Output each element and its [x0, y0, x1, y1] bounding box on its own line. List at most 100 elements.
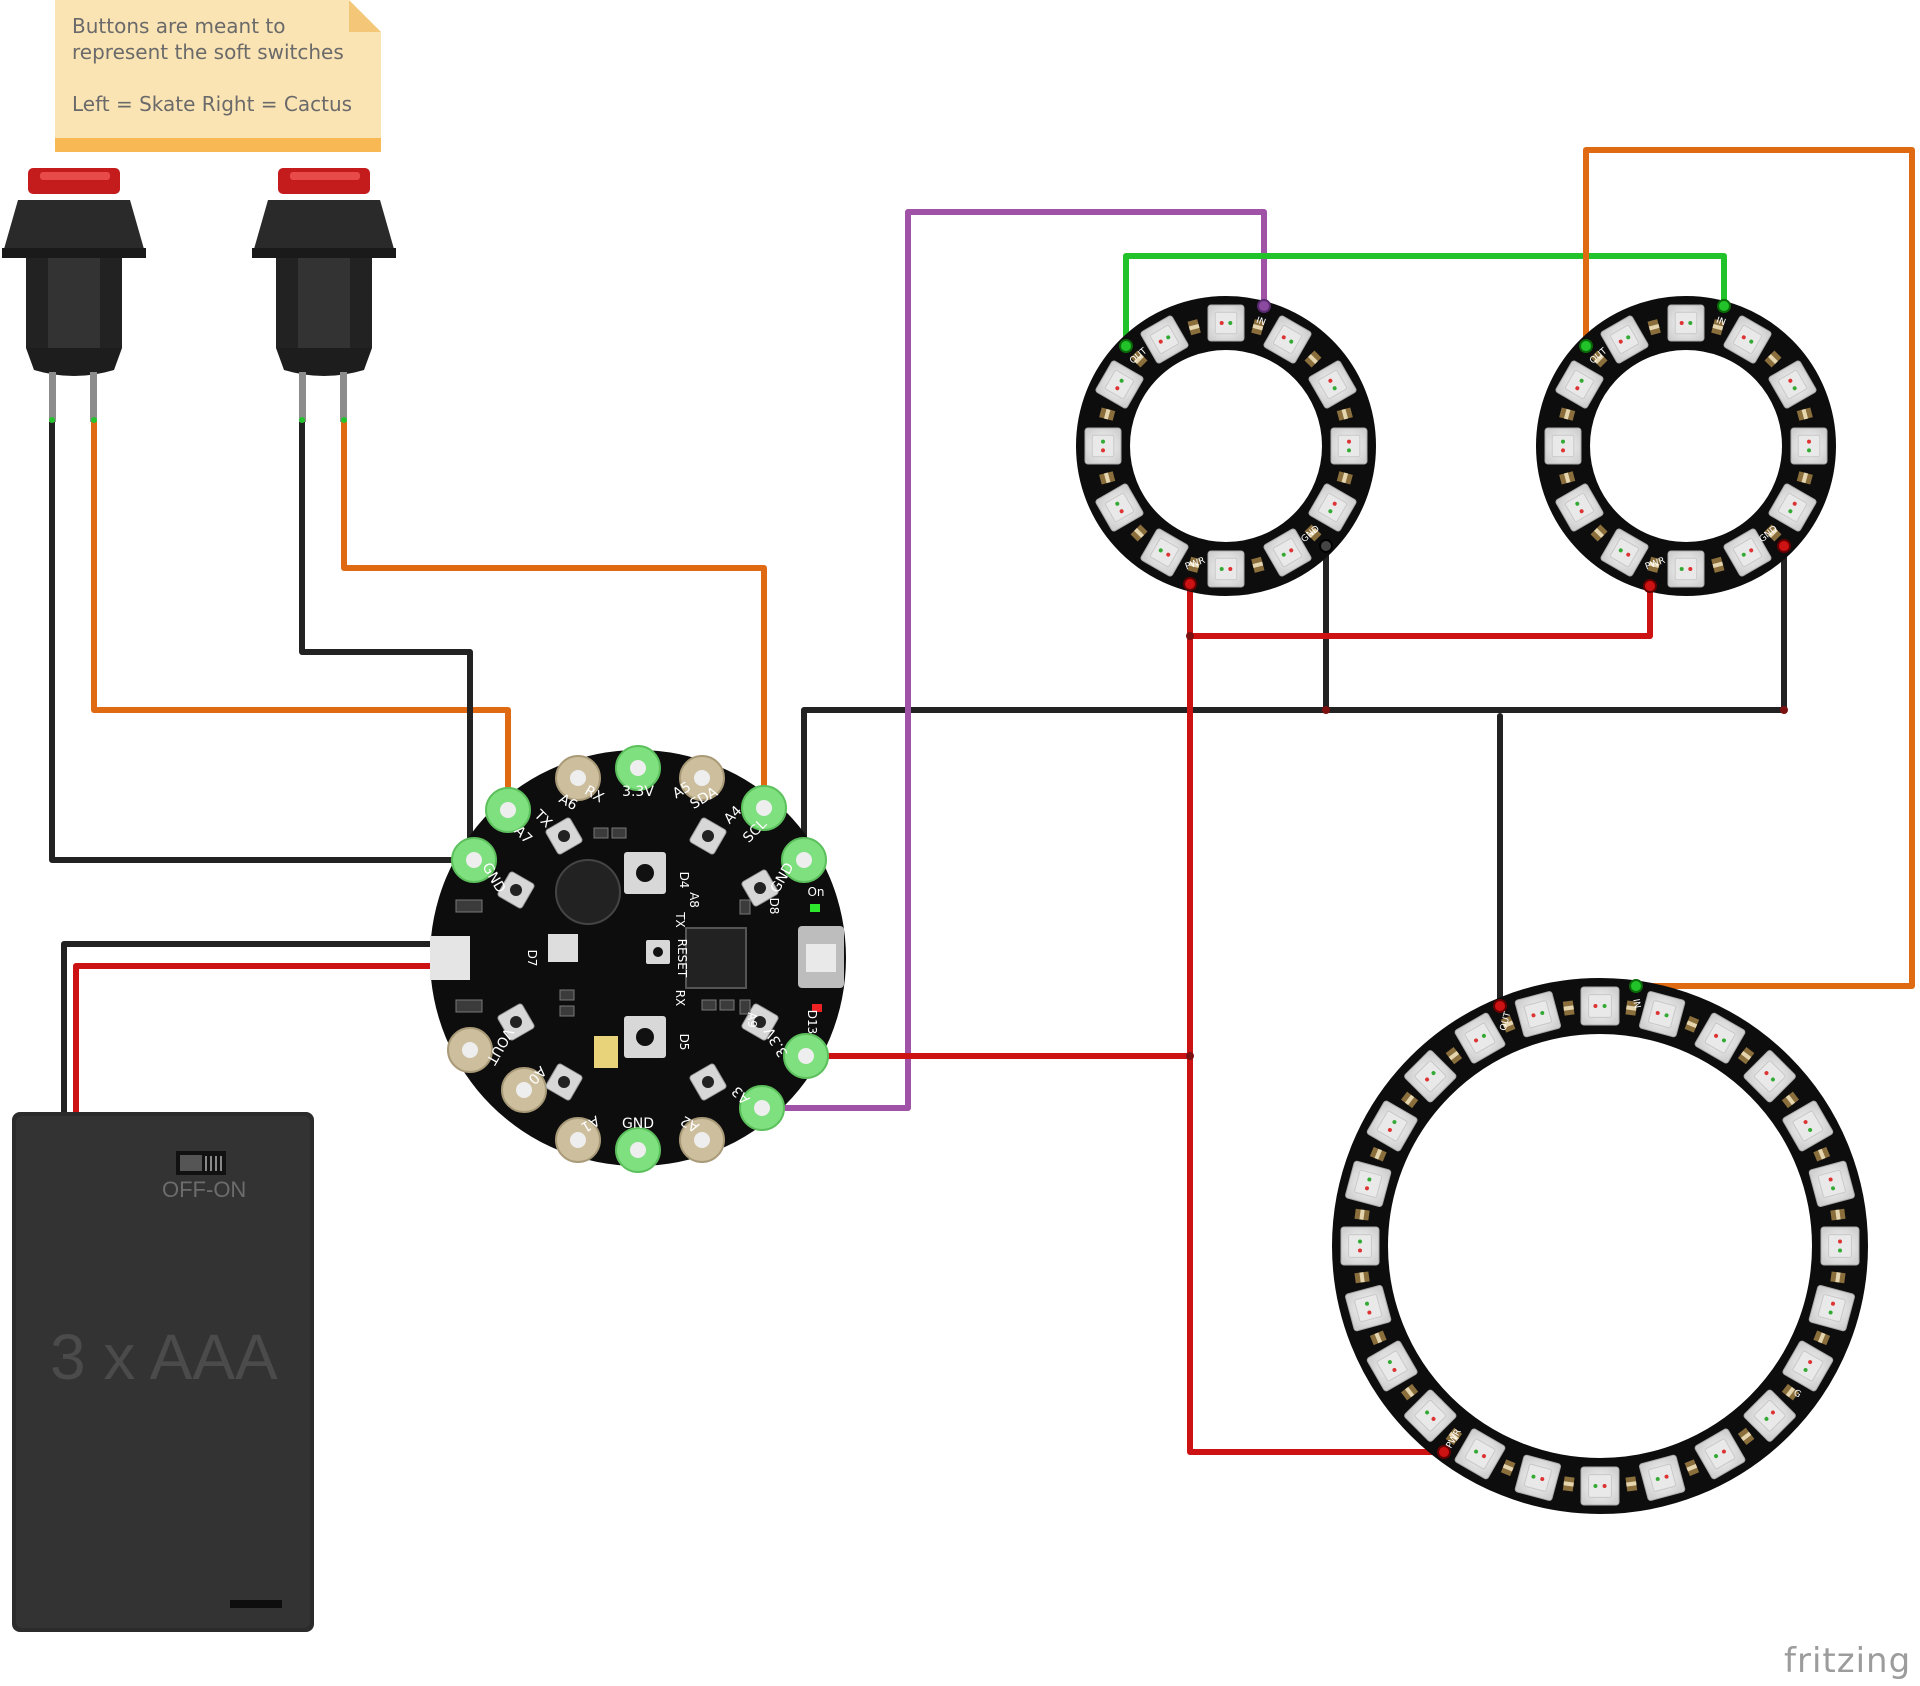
ring-capacitor	[1304, 350, 1322, 368]
fritzing-logo: fritzing	[1784, 1641, 1912, 1681]
wire-ring-link-green	[1123, 253, 1727, 349]
sticky-note[interactable]: Buttons are meant to represent the soft …	[55, 0, 381, 152]
ring-led	[1743, 1050, 1796, 1103]
ring-capacitor	[1830, 1271, 1846, 1284]
silk-a8: A8	[687, 892, 701, 908]
ring-capacitor	[1813, 1330, 1831, 1346]
push-button-left[interactable]	[2, 168, 146, 423]
ring-led	[1514, 1454, 1561, 1501]
ring-led	[1808, 1160, 1855, 1207]
ring-capacitor	[1711, 556, 1725, 573]
ring-pin-dots	[1119, 299, 1791, 1459]
ring-capacitor	[1500, 1459, 1516, 1477]
ring-capacitor	[1684, 1015, 1700, 1033]
ring-led	[1600, 528, 1649, 577]
ring-capacitor	[1559, 407, 1576, 421]
ring-led	[1308, 360, 1357, 409]
ring-led	[1580, 986, 1620, 1026]
ring-capacitor	[1369, 1330, 1387, 1346]
note-line-3: Left = Skate Right = Cactus	[72, 92, 353, 116]
silk-d13: D13	[805, 1010, 819, 1035]
ring3-label-g: G	[1791, 1388, 1802, 1400]
ring-led	[1366, 1100, 1418, 1152]
ring-capacitor	[1764, 524, 1782, 542]
wire-power-ring1	[1187, 581, 1447, 1455]
push-button-right[interactable]	[252, 168, 396, 423]
ring-capacitor	[1830, 1208, 1846, 1221]
ring1-label-in: IN	[1255, 316, 1267, 329]
silk-d7: D7	[525, 950, 539, 967]
ring-capacitor	[1647, 319, 1661, 336]
ring-capacitor	[1099, 407, 1116, 421]
battery-pack[interactable]	[12, 1112, 314, 1632]
ring-led	[1820, 1226, 1860, 1266]
ring-capacitor	[1099, 471, 1116, 485]
ring-pin-labels: OUT IN PWR GND OUT IN PWR GND OUT IN PWR…	[1128, 316, 1802, 1451]
ring-capacitor	[1559, 471, 1576, 485]
ring-led	[1514, 991, 1561, 1038]
wire-data-purple	[759, 209, 1267, 1111]
ring-capacitor	[1781, 1091, 1800, 1109]
wires	[49, 147, 1915, 1455]
ring-led	[1140, 528, 1189, 577]
ring-capacitor	[1445, 1046, 1463, 1065]
ring-capacitor	[1813, 1146, 1831, 1162]
ring-led	[1263, 528, 1312, 577]
board-pads	[447, 745, 829, 1173]
ring-capacitor	[1590, 350, 1608, 368]
ring-capacitor	[1625, 1476, 1638, 1492]
ring-led	[1743, 1389, 1796, 1442]
ring-led	[1694, 1012, 1746, 1064]
wire-battery-black	[61, 941, 433, 1115]
ring-led	[1639, 1454, 1686, 1501]
ring-led	[1084, 427, 1122, 465]
ring-led	[1207, 550, 1245, 588]
ring-capacitor	[1304, 524, 1322, 542]
ring-led	[1723, 315, 1772, 364]
ring-led	[1768, 360, 1817, 409]
ring-led	[1600, 315, 1649, 364]
wire-ring-link-orange	[1583, 147, 1915, 989]
ring-led	[1330, 427, 1368, 465]
ring-capacitor	[1336, 407, 1353, 421]
ring-capacitor	[1684, 1459, 1700, 1477]
wire-ground-bus	[801, 707, 1787, 863]
ring-capacitor	[1590, 524, 1608, 542]
ring-led	[1404, 1389, 1457, 1442]
ring-capacitor	[1625, 1000, 1638, 1016]
ring-capacitor	[1737, 1046, 1755, 1065]
ring-led	[1207, 304, 1245, 342]
ring-capacitor	[1711, 319, 1725, 336]
circuit-playground-board[interactable]	[430, 745, 846, 1173]
ring-capacitor	[1562, 1476, 1575, 1492]
silk-d8: D8	[767, 898, 781, 915]
ring-capacitor	[1400, 1091, 1419, 1109]
silk-d4: D4	[677, 872, 691, 889]
ring-led	[1555, 483, 1604, 532]
ring-led	[1404, 1050, 1457, 1103]
wire-right-button-ground	[299, 417, 473, 863]
ring-led	[1340, 1226, 1380, 1266]
ring-capacitor	[1737, 1427, 1755, 1446]
ring-capacitor	[1336, 471, 1353, 485]
ring-capacitor	[1354, 1208, 1370, 1221]
ring-led	[1140, 315, 1189, 364]
ring-led	[1454, 1428, 1506, 1480]
neopixel-ring-24[interactable]	[1332, 978, 1868, 1514]
ring-capacitor	[1764, 350, 1782, 368]
ring-led	[1782, 1100, 1834, 1152]
ring-led	[1694, 1428, 1746, 1480]
ring-led	[1808, 1285, 1855, 1332]
ring-capacitor	[1445, 1427, 1463, 1446]
neopixel-ring-12-left[interactable]	[1076, 296, 1376, 596]
silk-on: On	[807, 885, 824, 899]
ring-led	[1366, 1340, 1418, 1392]
ring-capacitor	[1781, 1383, 1800, 1401]
neopixel-ring-12-right[interactable]	[1536, 296, 1836, 596]
ring-capacitor	[1187, 556, 1201, 573]
ring-led	[1345, 1285, 1392, 1332]
wire-battery-red	[73, 963, 433, 1115]
silk-rx: RX	[673, 990, 687, 1007]
ring-capacitor	[1647, 556, 1661, 573]
ring-led	[1782, 1340, 1834, 1392]
